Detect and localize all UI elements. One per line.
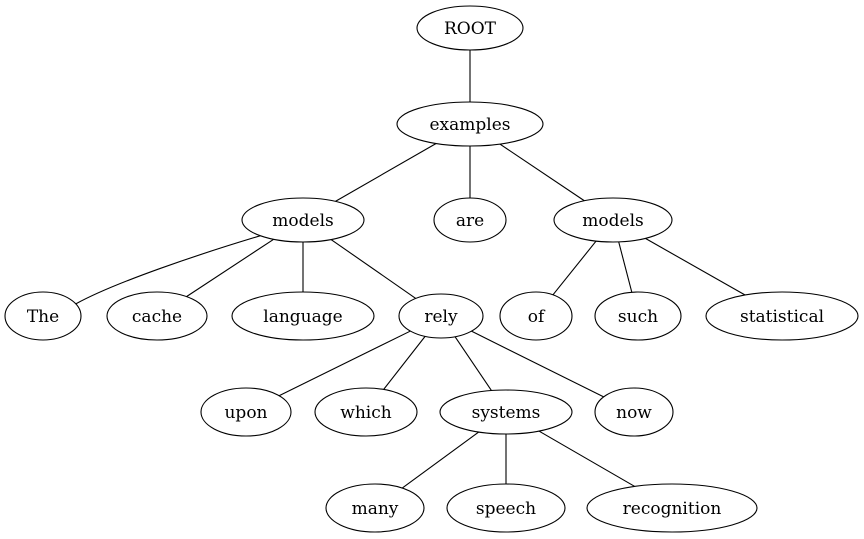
node-cache: cache [106,291,208,341]
node-of: of [499,291,573,341]
node-statistical: statistical [705,291,859,341]
edge-rely-upon [278,330,411,397]
node-label: statistical [740,307,824,327]
node-ellipse [231,291,375,341]
node-ellipse [200,387,292,437]
node-which: which [314,387,418,437]
node-ellipse [416,5,524,51]
node-ellipse [314,387,418,437]
node-label: models [272,211,333,231]
node-label: speech [476,499,536,519]
node-label: language [263,307,342,327]
node-ellipse [4,291,82,341]
tree-edges [75,50,746,489]
node-ellipse [433,197,507,243]
node-examples: examples [396,101,544,147]
node-recognition: recognition [586,483,758,533]
edge-models_1-rely [330,239,417,299]
node-label: rely [424,307,458,327]
node-label: ROOT [444,19,497,39]
node-speech: speech [446,483,566,533]
node-label: upon [224,403,267,423]
node-models_1: models [241,197,365,243]
node-label: of [528,307,546,327]
edge-models_2-statistical [645,237,746,296]
node-ellipse [705,291,859,341]
node-label: cache [132,307,182,327]
node-ellipse [439,389,573,435]
node-ellipse [396,101,544,147]
node-such: such [594,291,682,341]
node-label: systems [472,403,541,423]
node-label: The [27,307,59,327]
node-ellipse [594,291,682,341]
node-ellipse [499,291,573,341]
edge-rely-which [383,336,426,390]
edge-systems-recognition [538,430,635,487]
node-the: The [4,291,82,341]
node-upon: upon [200,387,292,437]
node-label: such [618,307,658,327]
node-language: language [231,291,375,341]
node-label: many [352,499,399,519]
node-ellipse [594,387,674,437]
node-label: examples [429,115,510,135]
node-systems: systems [439,389,573,435]
node-are: are [433,197,507,243]
edge-rely-systems [454,336,492,391]
node-ellipse [106,291,208,341]
node-ellipse [446,483,566,533]
edge-systems-many [401,431,479,489]
edge-models_1-the [75,235,261,305]
node-ellipse [398,293,484,339]
edge-models_1-cache [186,238,274,298]
node-ellipse [586,483,758,533]
edge-models_2-such [618,241,633,293]
node-models_2: models [553,197,673,243]
node-root: ROOT [416,5,524,51]
node-label: models [582,211,643,231]
edge-examples-models_2 [499,143,585,202]
edge-examples-models_1 [335,143,437,202]
edge-models_2-of [552,240,597,296]
node-now: now [594,387,674,437]
node-label: recognition [623,499,722,519]
node-label: now [616,403,652,423]
node-many: many [325,483,425,533]
node-ellipse [325,483,425,533]
node-ellipse [241,197,365,243]
edge-rely-now [471,330,604,398]
node-label: are [456,211,484,231]
node-label: which [340,403,391,423]
node-rely: rely [398,293,484,339]
node-ellipse [553,197,673,243]
